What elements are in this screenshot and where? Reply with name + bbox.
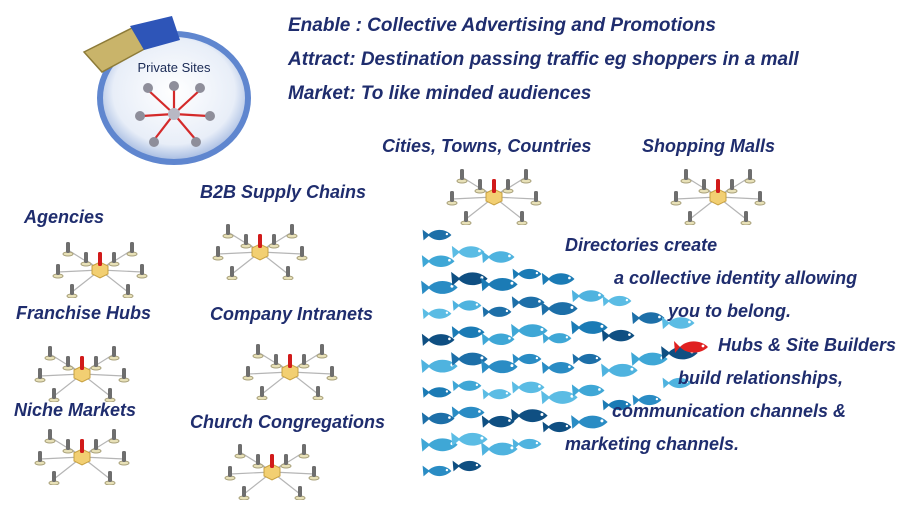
label-franchise-hubs: Franchise Hubs (16, 303, 152, 323)
fish-text-line7: marketing channels. (565, 434, 740, 454)
fish-text-line4: Hubs & Site Builders (718, 335, 897, 355)
fish-text-line3: you to belong. (668, 301, 791, 321)
logo-title: Private Sites (138, 60, 211, 75)
label-cities: Cities, Towns, Countries (382, 136, 592, 156)
label-agencies: Agencies (24, 207, 105, 227)
fish-text-line2: a collective identity allowing (614, 268, 858, 288)
fish-text-line6: communication channels & (612, 401, 847, 421)
network-hub-icon (224, 444, 320, 500)
label-company-intranets: Company Intranets (210, 304, 374, 324)
header-line-attract: Attract: Destination passing traffic eg … (288, 49, 799, 70)
label-shopping-malls: Shopping Malls (642, 136, 775, 156)
network-hub-icon (212, 224, 308, 280)
network-hub-icon (670, 169, 766, 225)
label-niche-markets: Niche Markets (14, 400, 137, 420)
network-hub-icon (52, 242, 148, 298)
header-line-market: Market: To like minded audiences (288, 83, 592, 104)
fish-school-illustration (421, 229, 698, 477)
label-church: Church Congregations (190, 412, 386, 432)
network-hub-icon (34, 429, 130, 485)
label-b2b: B2B Supply Chains (200, 182, 367, 202)
private-sites-logo: Private Sites (82, 16, 251, 165)
network-hub-icon (34, 346, 130, 402)
network-hub-icon (446, 169, 542, 225)
network-hub-icon (242, 344, 338, 400)
header-line-enable: Enable : Collective Advertising and Prom… (288, 15, 716, 36)
fish-text-line1: Directories create (565, 235, 718, 255)
leader-red-fish-icon (674, 341, 708, 353)
fish-text-line5: build relationships, (678, 368, 844, 388)
